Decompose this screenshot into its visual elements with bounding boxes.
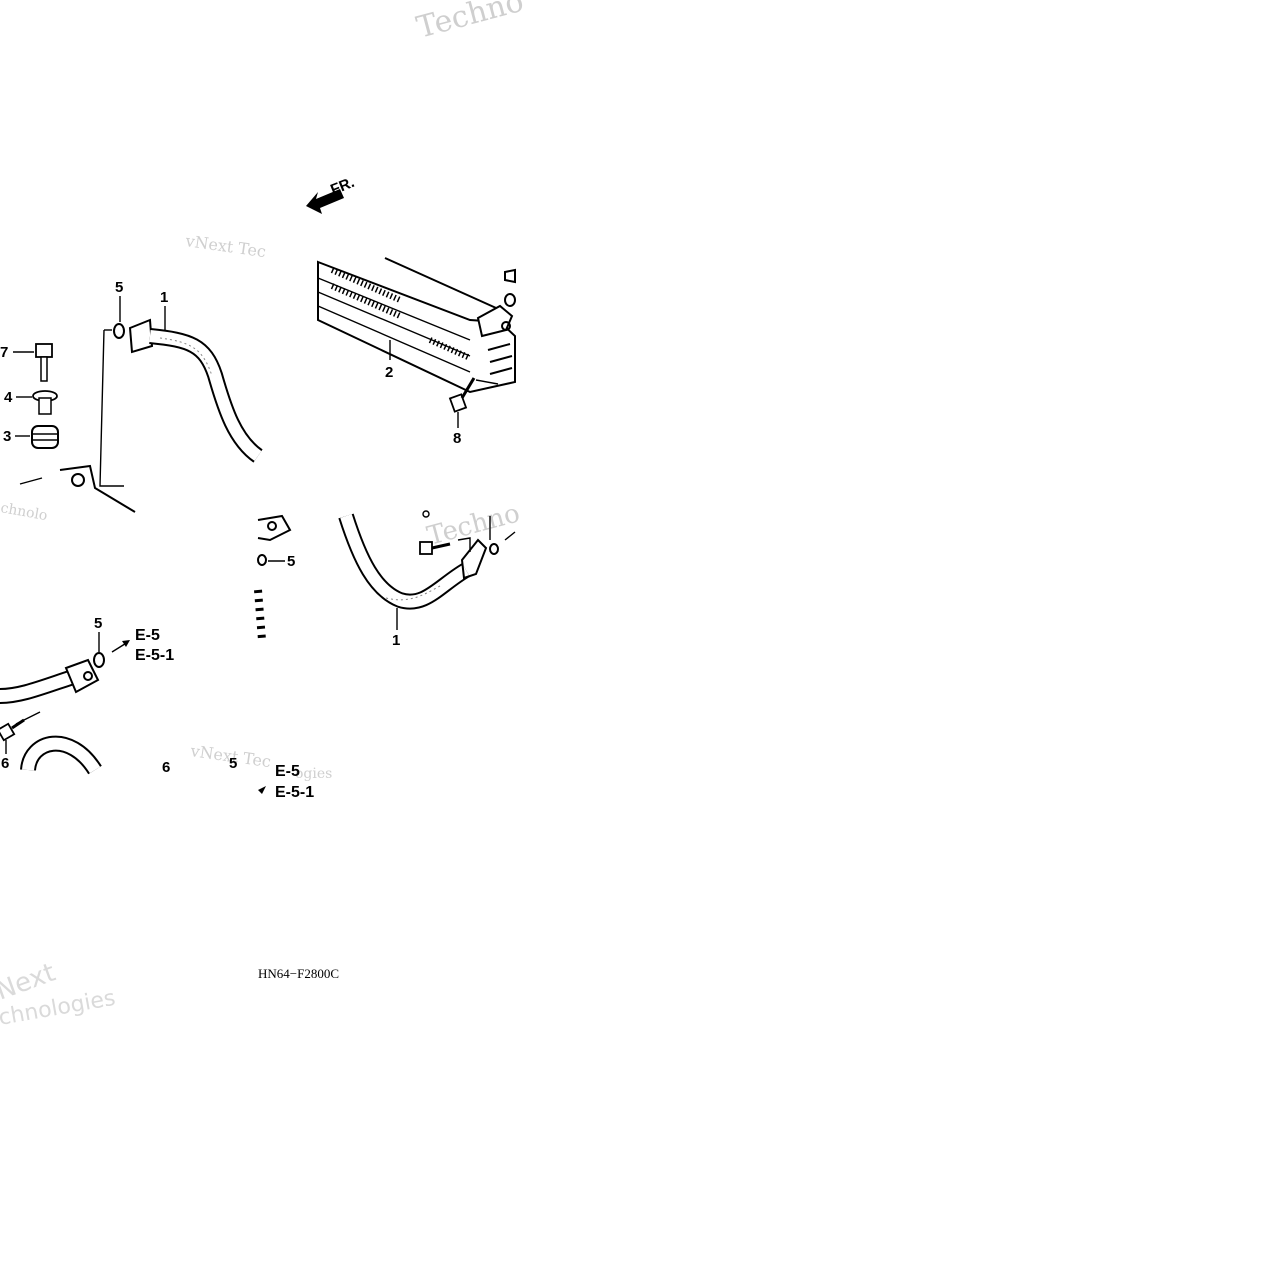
callout-label: 8 bbox=[453, 430, 461, 447]
ref-label: E-5-1 bbox=[135, 647, 174, 664]
top-left-panel: 5 1 7 4 3 bbox=[0, 279, 263, 513]
watermark-text: Techno bbox=[424, 498, 523, 551]
lower-ref-panel: E-5 E-5-1 bbox=[258, 763, 314, 801]
callout-label: 3 bbox=[3, 428, 11, 445]
callout-label: 5 bbox=[229, 755, 237, 772]
callout-label: 6 bbox=[162, 759, 170, 776]
watermark-text: ogies bbox=[295, 766, 332, 782]
front-label: FR. bbox=[328, 174, 357, 199]
callout-label: 5 bbox=[115, 279, 123, 296]
bolt-icon bbox=[448, 377, 476, 413]
part-code: HN64−F2800C bbox=[258, 966, 339, 981]
washer-icon bbox=[504, 293, 516, 307]
callout-label: 5 bbox=[94, 615, 102, 632]
bottom-left-panel: 5 E-5 E-5-1 6 6 5 bbox=[0, 615, 237, 776]
hose-flange-icon bbox=[64, 658, 100, 694]
bolt-icon bbox=[35, 343, 53, 382]
hose-flange-icon bbox=[460, 538, 488, 580]
hose-flange-icon bbox=[128, 318, 154, 354]
ref-label: E-5 bbox=[135, 627, 160, 644]
bottom-right-panel: 5 1 bbox=[254, 510, 516, 649]
callout-label: 1 bbox=[160, 289, 168, 306]
ref-label: E-5-1 bbox=[275, 784, 314, 801]
washer-icon bbox=[489, 543, 499, 555]
bolt-icon bbox=[0, 718, 25, 742]
callout-label: 2 bbox=[385, 364, 393, 381]
callout-label: 7 bbox=[0, 344, 8, 361]
washer-icon bbox=[93, 652, 105, 668]
bracket-icon bbox=[59, 464, 136, 513]
watermark-text: vNext Tec bbox=[183, 231, 267, 261]
bolt-icon bbox=[419, 541, 451, 555]
callout-label: 1 bbox=[392, 632, 400, 649]
top-right-panel: 2 8 bbox=[317, 257, 516, 447]
callout-label: 4 bbox=[4, 389, 13, 406]
watermark-text: chnolo bbox=[0, 500, 49, 524]
watermark-layer: Techno vNext Tec vNext Tec Techno Next c… bbox=[0, 0, 527, 1031]
front-arrow-icon: FR. bbox=[306, 174, 357, 214]
oil-cooler bbox=[317, 257, 516, 394]
callout-label: 5 bbox=[287, 553, 295, 570]
ref-label: E-5 bbox=[275, 763, 300, 780]
watermark-text: Techno bbox=[413, 0, 527, 46]
collar-icon bbox=[32, 390, 58, 415]
washer-icon bbox=[113, 323, 125, 339]
washer-icon bbox=[257, 554, 267, 566]
callout-label: 6 bbox=[1, 755, 9, 772]
grommet-icon bbox=[31, 425, 59, 449]
